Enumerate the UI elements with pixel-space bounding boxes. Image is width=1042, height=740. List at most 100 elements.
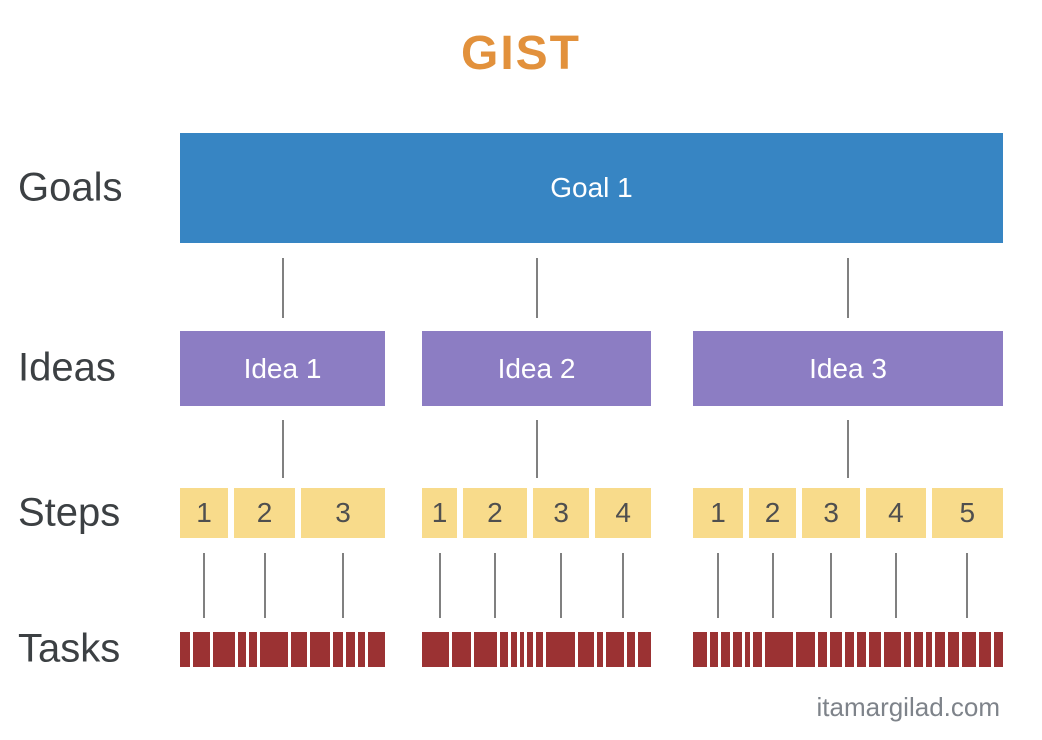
step-box: 3 bbox=[301, 488, 385, 538]
connector-line bbox=[535, 258, 538, 318]
watermark: itamargilad.com bbox=[816, 692, 1000, 722]
row-label-steps: Steps bbox=[18, 490, 121, 535]
task-segment bbox=[451, 632, 472, 667]
task-segment bbox=[817, 632, 828, 667]
task-segment bbox=[345, 632, 355, 667]
connector-slot bbox=[749, 538, 796, 632]
ideas-row: Idea 1 Idea 2 Idea 3 bbox=[180, 331, 1003, 406]
connector-line bbox=[493, 553, 496, 618]
task-segment bbox=[605, 632, 624, 667]
task-segment bbox=[925, 632, 933, 667]
task-segment bbox=[474, 632, 498, 667]
task-segment bbox=[733, 632, 742, 667]
goal-idea-connector bbox=[180, 243, 385, 331]
row-label-goals: Goals bbox=[18, 165, 123, 210]
step-to-task-connectors bbox=[180, 538, 1003, 632]
task-segment bbox=[720, 632, 731, 667]
task-segment bbox=[947, 632, 960, 667]
task-segment bbox=[637, 632, 651, 667]
task-segment bbox=[213, 632, 235, 667]
row-label-tasks: Tasks bbox=[18, 626, 121, 671]
task-segment bbox=[248, 632, 258, 667]
connector-line bbox=[263, 553, 266, 618]
idea-step-connector bbox=[693, 406, 1003, 488]
task-segment bbox=[545, 632, 575, 667]
idea-label: Idea 2 bbox=[497, 352, 576, 384]
tasks-bar bbox=[180, 632, 385, 667]
connector-line bbox=[894, 553, 897, 618]
task-segment bbox=[764, 632, 794, 667]
task-segment bbox=[830, 632, 842, 667]
idea-step-connector bbox=[180, 406, 385, 488]
task-segment bbox=[796, 632, 815, 667]
task-segment bbox=[979, 632, 991, 667]
task-segment bbox=[260, 632, 288, 667]
task-segment bbox=[237, 632, 246, 667]
step-box: 3 bbox=[532, 488, 590, 538]
task-segment bbox=[868, 632, 881, 667]
connector-line bbox=[771, 553, 774, 618]
step-task-connector-group bbox=[180, 538, 385, 632]
connector-slot bbox=[234, 538, 295, 632]
connector-slot bbox=[802, 538, 860, 632]
task-segment bbox=[857, 632, 866, 667]
connector-line bbox=[342, 553, 344, 618]
diagram-title: GIST bbox=[460, 27, 581, 80]
goal-idea-connector bbox=[693, 243, 1003, 331]
idea-label: Idea 1 bbox=[243, 352, 322, 384]
task-segment bbox=[192, 632, 211, 667]
task-segment bbox=[510, 632, 517, 667]
idea-bar: Idea 2 bbox=[422, 331, 651, 406]
task-segment bbox=[744, 632, 751, 667]
task-segment bbox=[844, 632, 855, 667]
connector-slot bbox=[301, 538, 385, 632]
idea-bar: Idea 3 bbox=[693, 331, 1003, 406]
task-segment bbox=[693, 632, 708, 667]
idea-step-connector bbox=[422, 406, 651, 488]
step-box: 5 bbox=[931, 488, 1003, 538]
connector-line bbox=[281, 258, 284, 318]
step-box: 2 bbox=[463, 488, 527, 538]
task-segment bbox=[500, 632, 508, 667]
connector-slot bbox=[866, 538, 925, 632]
task-segment bbox=[993, 632, 1003, 667]
idea-to-step-connectors bbox=[180, 406, 1003, 488]
task-segment bbox=[962, 632, 977, 667]
task-segment bbox=[710, 632, 718, 667]
task-segment bbox=[368, 632, 385, 667]
task-segment bbox=[422, 632, 449, 667]
connector-slot bbox=[932, 538, 1004, 632]
connector-slot bbox=[463, 538, 527, 632]
connector-line bbox=[438, 553, 441, 618]
connector-line bbox=[830, 553, 833, 618]
step-box: 2 bbox=[749, 488, 797, 538]
step-box: 1 bbox=[422, 488, 457, 538]
connector-line bbox=[535, 420, 538, 478]
step-box: 2 bbox=[234, 488, 295, 538]
connector-slot bbox=[693, 538, 743, 632]
idea-bar: Idea 1 bbox=[180, 331, 385, 406]
step-box: 1 bbox=[693, 488, 744, 538]
connector-slot bbox=[180, 538, 228, 632]
idea-label: Idea 3 bbox=[809, 352, 887, 384]
task-segment bbox=[519, 632, 525, 667]
task-segment bbox=[883, 632, 901, 667]
tasks-bar bbox=[422, 632, 651, 667]
task-segment bbox=[536, 632, 543, 667]
tasks-bar bbox=[693, 632, 1003, 667]
task-segment bbox=[903, 632, 912, 667]
task-segment bbox=[180, 632, 190, 667]
task-segment bbox=[332, 632, 343, 667]
step-task-connector-group bbox=[693, 538, 1003, 632]
connector-line bbox=[622, 553, 625, 618]
goal-bar: Goal 1 bbox=[180, 133, 1003, 243]
step-box: 4 bbox=[866, 488, 926, 538]
task-segment bbox=[753, 632, 762, 667]
task-segment bbox=[310, 632, 330, 667]
step-box: 4 bbox=[595, 488, 651, 538]
